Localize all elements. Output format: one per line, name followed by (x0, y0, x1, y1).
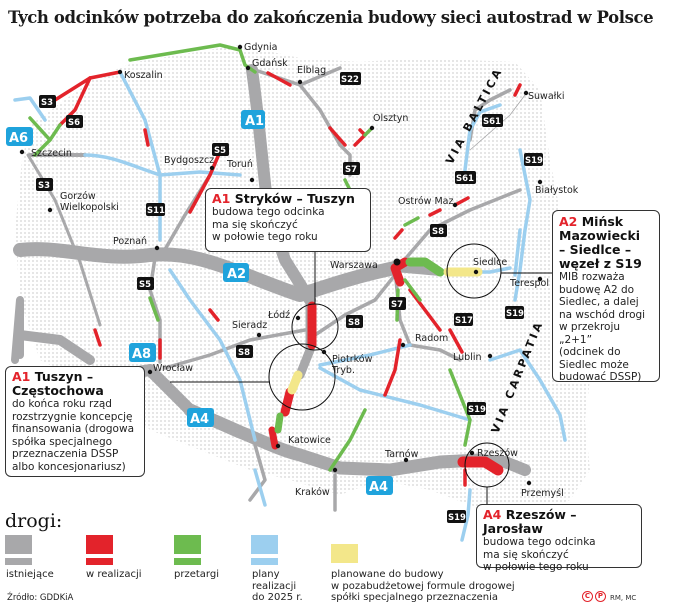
svg-text:S19: S19 (506, 309, 524, 319)
svg-text:S61: S61 (483, 117, 501, 127)
svg-text:Toruń: Toruń (226, 159, 253, 170)
svg-text:Białystok: Białystok (535, 185, 579, 196)
badge-a4-east: A4 (366, 476, 393, 495)
legend-swatch-existing (5, 535, 32, 554)
svg-text:Szczecin: Szczecin (31, 148, 72, 159)
svg-text:S3: S3 (41, 98, 53, 108)
svg-text:S19: S19 (468, 405, 486, 415)
callout-heading: A4 Rzeszów – Jarosław (483, 507, 577, 536)
callout-heading: A1 Tuszyn – (12, 369, 94, 384)
svg-text:Siedlce: Siedlce (473, 257, 507, 268)
badge-a2: A2 (223, 263, 249, 282)
svg-text:S22: S22 (341, 75, 359, 85)
svg-text:Gdańsk: Gdańsk (252, 58, 288, 69)
svg-text:A6: A6 (9, 131, 28, 146)
svg-text:Bydgoszcz: Bydgoszcz (164, 155, 214, 166)
copyright-icon: C (582, 591, 593, 602)
road-code: A1 (212, 191, 231, 206)
svg-text:Poznań: Poznań (113, 236, 147, 247)
svg-text:S17: S17 (455, 316, 473, 326)
svg-text:Przemyśl: Przemyśl (521, 488, 564, 499)
svg-text:Ostrów Maz.: Ostrów Maz. (398, 196, 456, 207)
svg-text:A1: A1 (245, 114, 264, 129)
author-credit: RM, MC (610, 594, 637, 602)
callout-a1-tuszyn-czestochowa: A1 Tuszyn – Częstochowa do końca roku rz… (5, 366, 145, 477)
svg-text:Olsztyn: Olsztyn (373, 113, 408, 124)
legend-line-tenders (174, 558, 201, 565)
legend-line-in-realization (86, 558, 113, 565)
legend-line-existing (5, 558, 32, 565)
callout-line: ma się skończyć (212, 218, 298, 231)
callout-a4-rzeszow-jaroslaw: A4 Rzeszów – Jarosław budowa tego odcink… (476, 504, 642, 573)
legend-swatch-special-purpose (331, 544, 358, 563)
svg-text:Wrocław: Wrocław (153, 363, 193, 374)
map-title: Tych odcinków potrzeba do zakończenia bu… (8, 8, 654, 27)
svg-text:Tryb.: Tryb. (331, 365, 355, 376)
svg-text:Koszalin: Koszalin (124, 70, 163, 81)
svg-text:S8: S8 (348, 318, 360, 328)
existing-roads (11, 64, 531, 512)
svg-text:Łódź: Łódź (267, 310, 290, 321)
expressway-badges: S3 S6 S3 S5 S11 S5 S22 S7 S61 S61 S19 S8… (36, 72, 543, 523)
source-note: Źródło: GDDKiA (7, 593, 74, 603)
svg-text:Piotrków: Piotrków (332, 354, 373, 365)
svg-text:A4: A4 (190, 412, 209, 427)
svg-text:Terespol: Terespol (509, 278, 549, 289)
callout-line: budowa tego odcinka (212, 206, 325, 218)
svg-text:Wielkopolski: Wielkopolski (60, 202, 119, 213)
svg-text:Kraków: Kraków (295, 487, 330, 498)
svg-text:A8: A8 (132, 347, 151, 362)
city-labels: Gdynia Gdańsk Elbląg Koszalin Olsztyn Su… (31, 42, 579, 499)
autostrada-badges: A1 A2 A6 A8 A4 A4 (6, 110, 393, 495)
svg-text:S5: S5 (214, 146, 226, 156)
in-realization-roads (53, 70, 522, 487)
legend-line-planned-2025 (251, 558, 278, 565)
svg-text:Suwałki: Suwałki (528, 91, 564, 102)
planned-roads (13, 70, 567, 542)
svg-text:S61: S61 (456, 174, 474, 184)
svg-text:A4: A4 (369, 480, 388, 495)
svg-text:S8: S8 (238, 348, 250, 358)
svg-text:S11: S11 (147, 206, 165, 216)
svg-text:Tarnów: Tarnów (384, 449, 419, 460)
callout-heading: A2 Mińsk (559, 214, 624, 229)
p-icon: P (595, 591, 606, 602)
badge-a8: A8 (129, 343, 156, 362)
callout-a2-minsk-siedlce: A2 Mińsk Mazowiecki – Siedlce – węzeł z … (552, 210, 660, 383)
svg-text:Katowice: Katowice (288, 435, 331, 446)
svg-text:Elbląg: Elbląg (297, 65, 326, 76)
svg-text:S8: S8 (432, 227, 444, 237)
badge-a1: A1 (241, 110, 265, 129)
badge-a6: A6 (6, 127, 33, 146)
svg-text:Rzeszów: Rzeszów (477, 448, 518, 459)
svg-text:S3: S3 (38, 181, 50, 191)
legend-swatch-tenders (174, 535, 201, 554)
badge-a4-west: A4 (187, 408, 214, 427)
svg-text:S6: S6 (68, 118, 80, 128)
legend-swatch-planned-2025 (251, 535, 278, 554)
svg-text:Radom: Radom (415, 333, 448, 344)
svg-text:S5: S5 (139, 280, 151, 290)
svg-text:Lublin: Lublin (453, 352, 481, 363)
callout-line: w połowie tego roku (212, 231, 318, 243)
callout-a1-strykow-tuszyn: A1 Stryków – Tuszyn budowa tego odcinka … (205, 188, 371, 252)
svg-text:Warszawa: Warszawa (330, 260, 378, 271)
svg-text:S19: S19 (448, 513, 466, 523)
svg-text:S19: S19 (525, 156, 543, 166)
svg-text:Gdynia: Gdynia (244, 42, 278, 53)
svg-text:Gorzów: Gorzów (60, 191, 96, 202)
svg-text:S7: S7 (391, 300, 403, 310)
callout-heading: A1 Stryków – Tuszyn (212, 191, 355, 206)
svg-text:A2: A2 (227, 267, 246, 282)
city-dots (19, 44, 543, 486)
svg-text:S7: S7 (345, 165, 357, 175)
legend-swatch-in-realization (86, 535, 113, 554)
svg-text:Sieradz: Sieradz (232, 320, 267, 331)
legend-title: drogi: (5, 510, 63, 532)
